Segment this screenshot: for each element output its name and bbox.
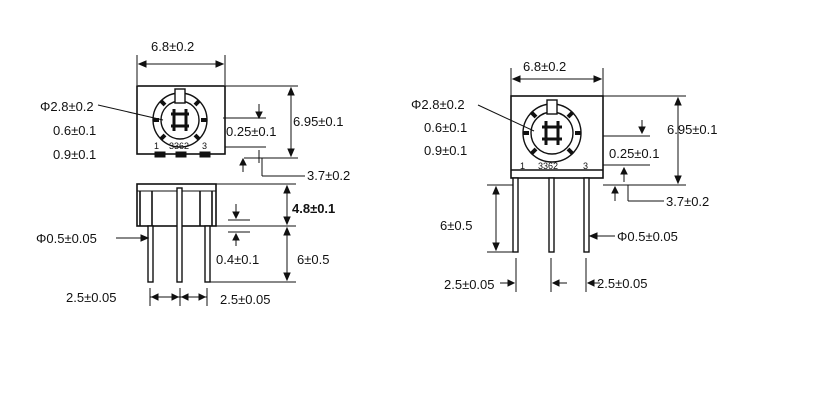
left-body-height-label: 4.8±0.1 [292,201,335,216]
left-terminal-1 [154,151,166,158]
right-height-label: 6.95±0.1 [667,122,718,137]
left-dim-37-label: 3.7±0.2 [307,168,350,183]
right-025-arrowhead-bottom [620,166,628,175]
right-pin-diameter-label: Φ0.5±0.05 [617,229,678,244]
left-pitch-arrow-3 [180,293,189,301]
right-025-arrowhead-top [638,126,646,135]
left-width-arrow-left [137,60,147,68]
right-dim-09-label: 0.9±0.1 [424,143,467,158]
right-pin-3 [583,177,590,253]
left-height-arrow-top [287,86,295,96]
left-025-arrowhead-top [255,111,263,120]
left-pinlen-arrow-top [283,226,291,236]
left-pitch-right-label: 2.5±0.05 [220,292,271,307]
right-diameter-leader [477,104,535,132]
right-pinlen-arrow-top [492,185,500,195]
right-view: 6.8±0.2 3362 1 3 [411,59,718,292]
left-04-arrowhead-bottom [232,232,240,241]
left-pitch-arrow-2 [171,293,180,301]
left-pin-diameter-arrow [140,234,150,242]
left-48-arrow-top [283,184,291,194]
right-pinlen-arrow-bottom [492,242,500,252]
right-pin-diameter-arrow [588,232,598,240]
left-marking: 3362 [169,141,189,151]
right-dim-06-label: 0.6±0.1 [424,120,467,135]
left-pin1-label: 1 [154,141,159,151]
left-height-arrow-bottom [287,148,295,158]
left-pin-length-label: 6±0.5 [297,252,329,267]
left-dim-06-label: 0.6±0.1 [53,123,96,138]
right-dim-025-label: 0.25±0.1 [609,146,660,161]
right-pitch-arrow-1 [507,279,516,287]
left-terminal-3 [199,151,211,158]
left-pin-3 [204,225,211,283]
left-height-label: 6.95±0.1 [293,114,344,129]
left-dim-09-label: 0.9±0.1 [53,147,96,162]
left-04-arrowhead-top [232,211,240,220]
right-pin1-label: 1 [520,161,525,171]
right-diameter-label: Φ2.8±0.2 [411,97,465,112]
left-width-label: 6.8±0.2 [151,39,194,54]
right-width-arrow-left [511,75,521,83]
left-adjuster-gear [152,88,208,148]
left-pitch-arrow-1 [150,293,159,301]
right-pin3-label: 3 [583,161,588,171]
left-pinlen-arrow-bottom [283,272,291,282]
right-pin-1 [512,177,519,253]
right-pitch-arrow-2 [551,279,560,287]
right-dim-37-label: 3.7±0.2 [666,194,709,209]
right-pin-2 [548,177,555,253]
left-pitch-arrow-4 [198,293,207,301]
left-pin3-label: 3 [202,141,207,151]
left-width-arrow-right [215,60,225,68]
right-pitch-right-label: 2.5±0.05 [597,276,648,291]
right-adjuster-gear [522,99,582,163]
left-top-view: 6.8±0.2 3362 1 [40,39,350,183]
left-48-arrow-bottom [283,216,291,226]
left-pin-2 [176,187,183,283]
right-pitch-left-label: 2.5±0.05 [444,277,495,292]
right-marking: 3362 [538,161,558,171]
left-pitch-left-label: 2.5±0.05 [66,290,117,305]
right-width-arrow-right [593,75,603,83]
left-dim-04-label: 0.4±0.1 [216,252,259,267]
left-pin-diameter-label: Φ0.5±0.05 [36,231,97,246]
right-37-arrowhead [611,185,619,194]
right-width-label: 6.8±0.2 [523,59,566,74]
left-terminal-2 [175,151,187,158]
right-height-arrow-top [674,96,682,106]
left-pin-1 [147,225,154,283]
left-diameter-leader [97,104,164,121]
right-height-arrow-bottom [674,175,682,185]
right-pin-length-label: 6±0.5 [440,218,472,233]
right-pitch-arrow-3 [586,279,595,287]
left-side-view: 4.8±0.1 0.4±0.1 6±0.5 Φ0.5±0.05 2.5±0.05… [36,183,335,307]
left-diameter-label: Φ2.8±0.2 [40,99,94,114]
left-dim-025-label: 0.25±0.1 [226,124,277,139]
left-37-arrowhead [239,157,247,166]
